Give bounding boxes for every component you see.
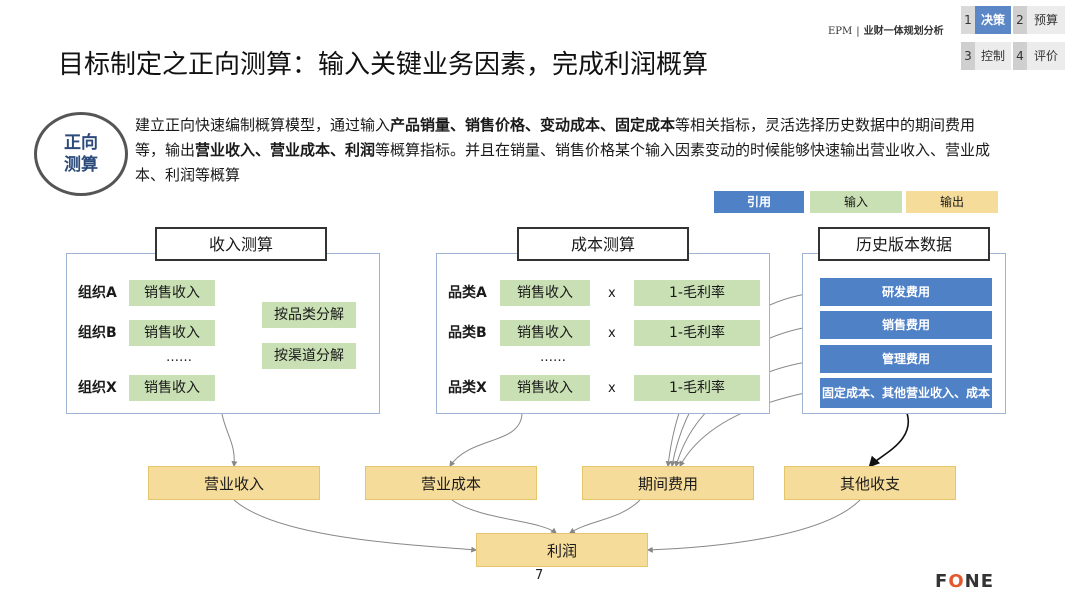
- fone-logo-o: O: [948, 571, 965, 592]
- category-a-sales-revenue: 销售收入: [500, 280, 590, 306]
- legend-input: 输入: [810, 191, 902, 213]
- category-a-label: 品类A: [448, 285, 487, 301]
- history-admin-expense: 管理费用: [820, 345, 992, 373]
- category-b-label: 品类B: [448, 325, 487, 341]
- category-x-multiply: x: [608, 381, 616, 396]
- history-sales-expense: 销售费用: [820, 311, 992, 339]
- legend-ref: 引用: [714, 191, 804, 213]
- revenue-calc-group: [66, 253, 380, 414]
- nav-num-1: 1: [961, 6, 975, 34]
- nav-tab-decision[interactable]: 决策: [975, 6, 1011, 34]
- history-rd-expense: 研发费用: [820, 278, 992, 306]
- brand-name: EPM: [828, 26, 853, 37]
- intro-bold-inputs: 产品销量、销售价格、变动成本、固定成本: [390, 116, 676, 134]
- output-operating-revenue: 营业收入: [148, 466, 320, 500]
- category-b-cost-rate: 1-毛利率: [634, 320, 760, 346]
- org-x-label: 组织X: [78, 380, 117, 396]
- badge-line-2: 测算: [64, 155, 98, 175]
- page-number: 7: [535, 568, 544, 583]
- history-data-title: 历史版本数据: [818, 227, 990, 261]
- org-b-sales-revenue: 销售收入: [129, 320, 215, 346]
- output-period-expense: 期间费用: [582, 466, 754, 500]
- output-operating-cost: 营业成本: [365, 466, 537, 500]
- category-a-multiply: x: [608, 286, 616, 301]
- fone-logo: FONE: [935, 571, 994, 592]
- history-fixed-cost-other: 固定成本、其他营业收入、成本: [820, 378, 992, 408]
- org-a-label: 组织A: [78, 285, 117, 301]
- nav-num-2: 2: [1013, 6, 1027, 34]
- page-title: 目标制定之正向测算：输入关键业务因素，完成利润概算: [58, 50, 709, 80]
- intro-part-3: 等概算指标。并且在销量、销售价格某个输入因素变动的时候能够快速输出营业收入、营业…: [135, 141, 991, 184]
- split-by-category: 按品类分解: [262, 302, 356, 328]
- brand-subtitle: 业财一体规划分析: [863, 26, 944, 37]
- category-b-multiply: x: [608, 326, 616, 341]
- brand-separator: |: [856, 26, 860, 37]
- badge-line-1: 正向: [64, 133, 98, 153]
- revenue-calc-title: 收入测算: [155, 227, 327, 261]
- nav-tab-control[interactable]: 控制: [975, 42, 1011, 70]
- org-x-sales-revenue: 销售收入: [129, 375, 215, 401]
- org-a-sales-revenue: 销售收入: [129, 280, 215, 306]
- split-by-channel: 按渠道分解: [262, 343, 356, 369]
- cost-ellipsis: ……: [540, 350, 566, 365]
- category-x-sales-revenue: 销售收入: [500, 375, 590, 401]
- org-b-label: 组织B: [78, 325, 117, 341]
- category-x-cost-rate: 1-毛利率: [634, 375, 760, 401]
- nav-num-4: 4: [1013, 42, 1027, 70]
- nav-tab-evaluation[interactable]: 评价: [1027, 42, 1065, 70]
- category-a-cost-rate: 1-毛利率: [634, 280, 760, 306]
- nav-tab-budget[interactable]: 预算: [1027, 6, 1065, 34]
- output-profit: 利润: [476, 533, 648, 567]
- legend-output: 输出: [906, 191, 998, 213]
- revenue-ellipsis: ……: [166, 350, 192, 365]
- intro-part-1: 建立正向快速编制概算模型，通过输入: [135, 116, 391, 134]
- intro-text: 建立正向快速编制概算模型，通过输入产品销量、销售价格、变动成本、固定成本等相关指…: [135, 113, 1005, 188]
- category-b-sales-revenue: 销售收入: [500, 320, 590, 346]
- intro-part-2: 等相关指标，灵活选择历史数据中的期间费用等，输出: [135, 116, 976, 159]
- forward-calc-badge: 正向测算: [34, 112, 128, 196]
- output-other-income-expense: 其他收支: [784, 466, 956, 500]
- intro-bold-outputs: 营业收入、营业成本、利润: [195, 141, 376, 159]
- cost-calc-title: 成本测算: [517, 227, 689, 261]
- nav-num-3: 3: [961, 42, 975, 70]
- category-x-label: 品类X: [448, 380, 487, 396]
- brand-header: EPM|业财一体规划分析: [828, 22, 944, 37]
